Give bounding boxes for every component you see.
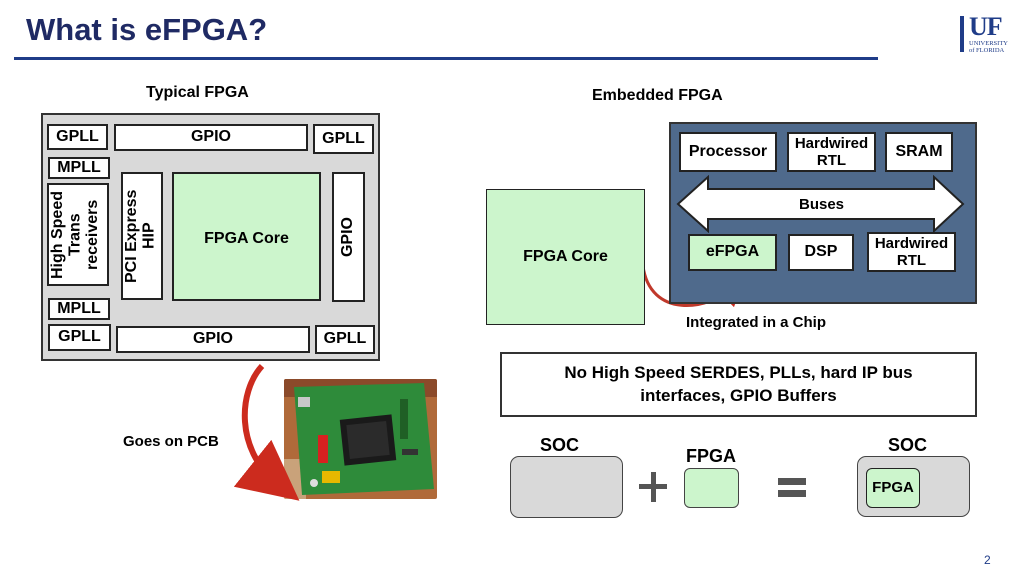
dsp-block: DSP <box>788 234 854 271</box>
slide-title: What is eFPGA? <box>26 12 268 47</box>
mpll-bottom: MPLL <box>48 298 110 320</box>
hardwired-rtl-bottom: Hardwired RTL <box>867 232 956 272</box>
gpll-bottom-right: GPLL <box>315 325 375 354</box>
soc-left-label: SOC <box>540 435 580 455</box>
soc-left-box <box>510 456 623 518</box>
uf-logo: UF UNIVERSITY of FLORIDA <box>960 12 1012 54</box>
processor-block: Processor <box>679 132 777 172</box>
soc-inner-fpga: FPGA <box>866 468 920 508</box>
limitations-text: No High Speed SERDES, PLLs, hard IP bus … <box>564 362 913 405</box>
goes-on-pcb-label: Goes on PCB <box>123 433 219 450</box>
limitations-note: No High Speed SERDES, PLLs, hard IP bus … <box>500 352 977 417</box>
pcb-arrow <box>233 363 300 501</box>
logo-wordmark: UNIVERSITY of FLORIDA <box>969 40 1008 54</box>
plus-sign <box>639 472 667 502</box>
logo-mark: UF <box>969 12 1003 41</box>
high-speed-transceivers: High Speed Trans receivers <box>47 183 109 286</box>
sram-block: SRAM <box>885 132 953 172</box>
soc-right-label: SOC <box>888 435 928 455</box>
gpio-right: GPIO <box>332 172 365 302</box>
equals-sign <box>778 478 806 497</box>
gpll-top-right: GPLL <box>313 124 374 154</box>
embedded-fpga-core: FPGA Core <box>486 189 645 325</box>
buses-label: Buses <box>799 196 845 213</box>
page-number: 2 <box>984 553 991 567</box>
gpll-top-left: GPLL <box>47 124 108 150</box>
typical-fpga-heading: Typical FPGA <box>146 84 249 101</box>
integrated-label: Integrated in a Chip <box>686 314 827 331</box>
pcb-illustration <box>284 379 437 499</box>
gpll-bottom-left: GPLL <box>48 324 111 351</box>
typical-fpga-core: FPGA Core <box>172 172 321 301</box>
embedded-fpga-heading: Embedded FPGA <box>592 87 723 104</box>
mpll-top: MPLL <box>48 157 110 179</box>
hardwired-rtl-top: Hardwired RTL <box>787 132 876 172</box>
fpga-label: FPGA <box>686 446 737 466</box>
gpio-bottom: GPIO <box>116 326 310 353</box>
fpga-box <box>684 468 739 508</box>
buses-arrow <box>676 175 965 233</box>
gpio-top: GPIO <box>114 124 308 151</box>
pcb-photo <box>284 379 437 499</box>
title-underline <box>14 57 878 60</box>
pci-express-hip: PCI Express HIP <box>121 172 163 300</box>
logo-bar <box>960 16 964 52</box>
efpga-block: eFPGA <box>688 234 777 271</box>
